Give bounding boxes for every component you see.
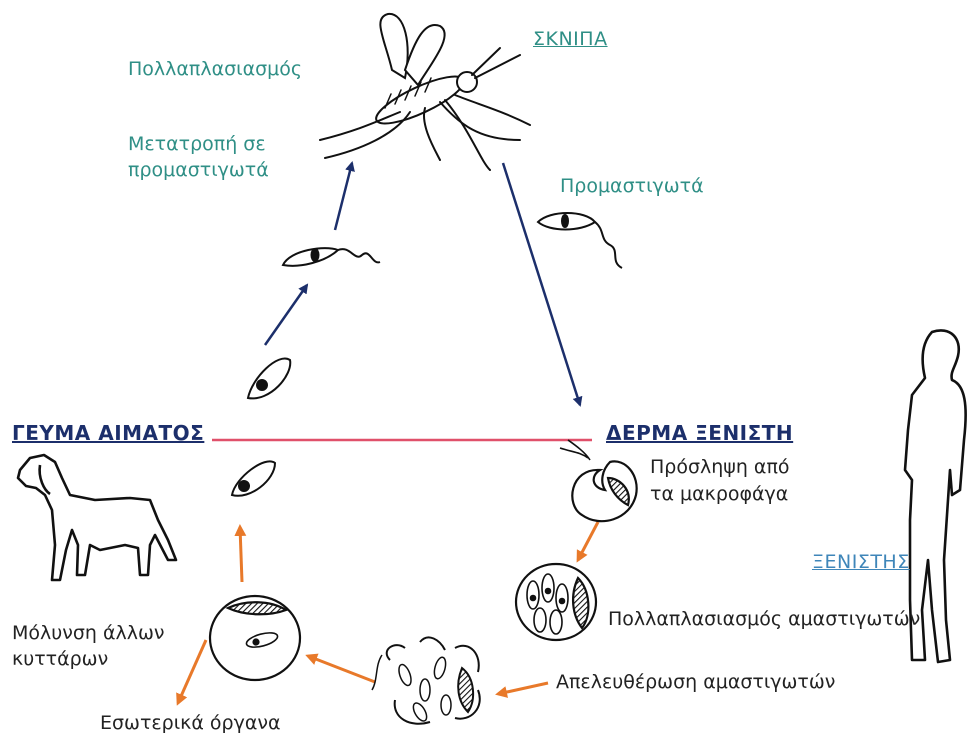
host-skin-label: ΔΕΡΜΑ ΞΕΝΙΣΤΗ — [606, 421, 793, 446]
mosquito-icon — [320, 14, 530, 170]
amastigote-release-label: Απελευθέρωση αμαστιγωτών — [556, 671, 835, 695]
multiplication-label: Πολλαπλασιασμός — [128, 58, 302, 82]
infection-label-line2: κυττάρων — [12, 648, 108, 672]
macrophage-icon — [516, 564, 596, 640]
amastigote-icon — [232, 461, 275, 495]
arrow-to-blood-meal-top — [265, 285, 307, 345]
arrow-release — [498, 683, 548, 694]
promastigotes-label: Προμαστιγωτά — [560, 175, 704, 199]
macrophage-icon — [210, 596, 300, 680]
mosquito-label: ΣΚΝΙΠΑ — [533, 28, 608, 52]
uptake-label-line2: τα μακροφάγα — [650, 483, 788, 507]
blood-meal-label: ΓΕΥΜΑ ΑΙΜΑΤΟΣ — [12, 421, 204, 446]
arrow-to-internal-organs — [178, 640, 206, 703]
promastigote-icon — [538, 213, 622, 268]
amastigote-icon — [248, 359, 290, 399]
macrophage-icon — [372, 637, 480, 723]
macrophage-icon — [560, 440, 637, 521]
uptake-label-line1: Πρόσληψη από — [650, 456, 790, 480]
infection-label-line1: Μόλυνση άλλων — [12, 622, 165, 646]
conversion-label-line2: προμαστιγωτά — [128, 159, 269, 183]
arrow-uptake-to-multiplication — [578, 522, 598, 560]
internal-organs-label: Εσωτερικά όργανα — [100, 712, 281, 736]
promastigote-icon — [283, 248, 380, 266]
conversion-label-line1: Μετατροπή σε — [128, 133, 266, 157]
arrow-to-host-skin — [503, 163, 580, 405]
arrow-to-mosquito — [335, 163, 352, 230]
arrow-to-infected-cell — [308, 656, 375, 682]
host-label: ΞΕΝΙΣΤΗΣ — [812, 551, 910, 575]
arrow-to-blood-meal-bottom — [240, 527, 242, 582]
dog-icon — [18, 455, 176, 580]
amastigote-multiplication-label: Πολλαπλασιασμός αμαστιγωτών — [608, 608, 920, 632]
